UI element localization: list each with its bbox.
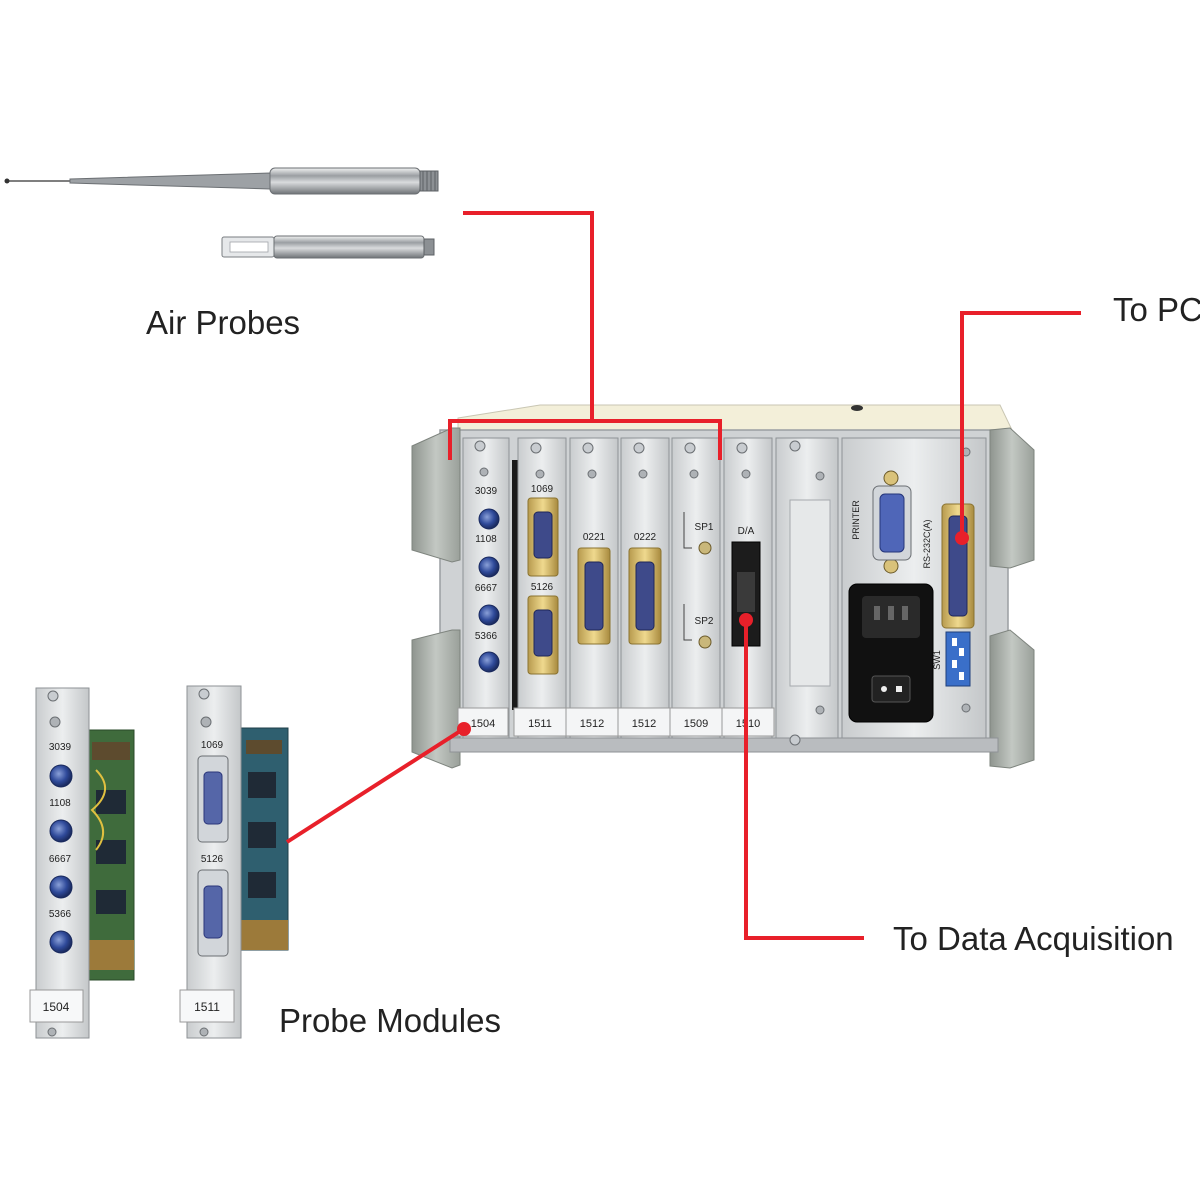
switch-label: SW1 — [932, 650, 942, 670]
knob-icon — [478, 651, 500, 673]
probe-module-1511: 1069 5126 1511 — [179, 685, 289, 1039]
module-1511-port-1: 1069 — [201, 740, 224, 751]
slot-1512-port-1: 0221 — [583, 532, 606, 543]
module-1511-port-2: 5126 — [201, 854, 224, 865]
line-air-probes — [463, 211, 594, 421]
connector-lines — [285, 211, 1081, 940]
jack-icon — [698, 635, 712, 649]
slot-label: 1504 — [471, 718, 495, 730]
slot-1504: 3039 1108 6667 5366 1504 — [457, 437, 510, 739]
slot-1509-item-1: SP1 — [695, 522, 714, 533]
slot-1511-port-1: 1069 — [531, 484, 554, 495]
power-switch-icon — [871, 675, 911, 703]
slot-1509-item-2: SP2 — [695, 616, 714, 627]
dip-switch-icon — [945, 631, 971, 687]
slot-1512-port-2: 0222 — [634, 532, 657, 543]
knob-icon — [478, 604, 500, 626]
label-to-pc: To PC — [1113, 291, 1200, 328]
rs232-label: RS-232C(A) — [922, 519, 932, 568]
knob-icon — [49, 875, 73, 899]
module-1504-channel-3: 6667 — [49, 854, 72, 865]
connector-dot — [457, 722, 471, 736]
blank-panel — [775, 437, 839, 746]
slot-1504-channel-2: 1108 — [475, 534, 497, 545]
knob-icon — [49, 819, 73, 843]
module-1504-channel-2: 1108 — [49, 798, 71, 809]
connector-dot — [955, 531, 969, 545]
slot-1510: D/A 1510 — [721, 437, 775, 739]
io-panel: PRINTER RS-232C(A) SW1 — [815, 437, 987, 739]
slot-1504-channel-4: 5366 — [475, 631, 498, 642]
slot-1509: SP1 SP2 1509 — [669, 437, 723, 739]
module-1504-channel-1: 3039 — [49, 742, 72, 753]
slot-label: 1511 — [528, 718, 552, 730]
jack-icon — [698, 541, 712, 555]
knob-icon — [49, 930, 73, 954]
air-probe-short — [221, 235, 435, 259]
slot-1504-channel-1: 3039 — [475, 486, 498, 497]
probe-module-1504: 3039 1108 6667 5366 1504 — [29, 687, 135, 1039]
label-to-data-acquisition: To Data Acquisition — [893, 920, 1174, 957]
slot-label: 1512 — [580, 718, 604, 730]
slot-label: 1512 — [632, 718, 656, 730]
line-probe-modules — [285, 726, 467, 844]
knob-icon — [49, 764, 73, 788]
line-to-data-acquisition — [744, 622, 864, 940]
slot-1511-port-2: 5126 — [531, 582, 554, 593]
slot-1511: 1069 5126 1511 — [513, 437, 567, 739]
slot-label: 1509 — [684, 718, 708, 730]
bracket-probe-slots — [448, 419, 722, 460]
label-probe-modules: Probe Modules — [279, 1002, 501, 1039]
knob-icon — [478, 556, 500, 578]
printer-label: PRINTER — [851, 500, 861, 540]
connector-dot — [739, 613, 753, 627]
slot-1510-da-label: D/A — [738, 526, 755, 537]
slot-1512-a: 0221 1512 — [565, 437, 619, 739]
knob-icon — [478, 508, 500, 530]
slot-1504-channel-3: 6667 — [475, 583, 498, 594]
module-1504-channel-4: 5366 — [49, 909, 72, 920]
line-to-pc — [960, 311, 1081, 538]
slot-1512-b: 0222 1512 — [617, 437, 671, 739]
label-air-probes: Air Probes — [146, 304, 301, 341]
module-1504-label: 1504 — [43, 1000, 70, 1014]
air-probe-long — [4, 167, 439, 195]
module-1511-label: 1511 — [194, 1000, 220, 1014]
